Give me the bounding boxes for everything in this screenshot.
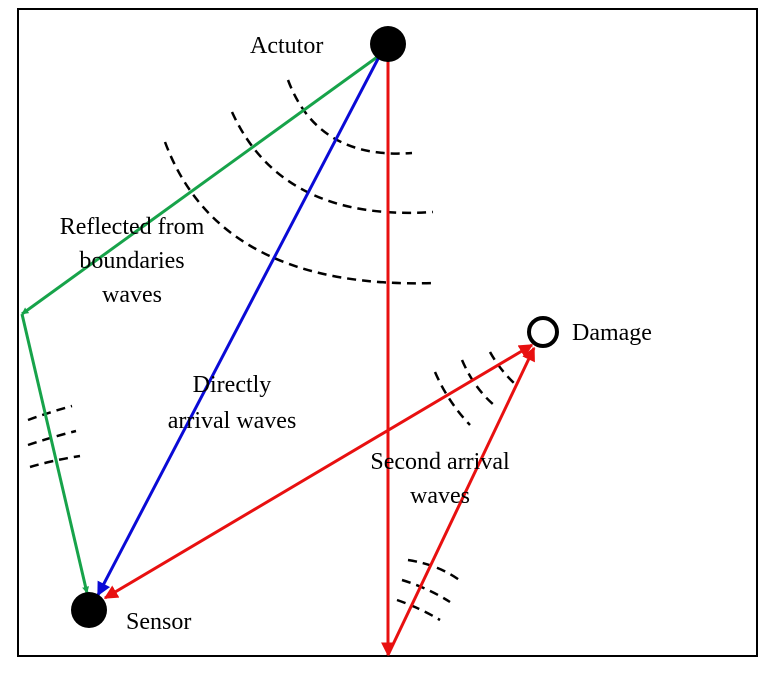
damage-node bbox=[527, 316, 559, 348]
boundary-wavefront-1 bbox=[27, 404, 73, 422]
second-wavefront-1 bbox=[407, 558, 463, 583]
second-wavefront-2 bbox=[401, 578, 451, 604]
actuator-node bbox=[370, 26, 406, 62]
actuator-label: Actutor bbox=[250, 33, 323, 59]
sensor-label: Sensor bbox=[126, 609, 191, 635]
direct-waves-label-line2: arrival waves bbox=[168, 408, 297, 434]
second-arrival-label-line2: waves bbox=[410, 483, 470, 509]
second-arrival-label-line1: Second arrival bbox=[370, 449, 510, 475]
damage-to-sensor-ray bbox=[103, 343, 534, 600]
damage-label: Damage bbox=[572, 320, 652, 346]
reflected-waves-label-line3: waves bbox=[102, 282, 162, 308]
actuator-wavefront-1 bbox=[286, 79, 413, 155]
reflected-ray-to-sensor bbox=[20, 313, 89, 594]
actuator-wavefront-2 bbox=[230, 111, 434, 215]
boundary-wavefront-2 bbox=[27, 429, 77, 447]
sensor-node bbox=[71, 592, 107, 628]
boundary-wavefront-3 bbox=[29, 454, 81, 469]
direct-waves-label-line1: Directly bbox=[193, 372, 272, 398]
reflected-ray-to-boundary bbox=[21, 53, 381, 316]
reflected-waves-label-line1: Reflected from bbox=[60, 214, 205, 240]
reflected-waves-label-line2: boundaries bbox=[79, 248, 184, 274]
actuator-wavefront-3 bbox=[163, 141, 436, 285]
direct-arrival-ray bbox=[96, 54, 382, 597]
second-wavefront-3 bbox=[396, 598, 441, 622]
